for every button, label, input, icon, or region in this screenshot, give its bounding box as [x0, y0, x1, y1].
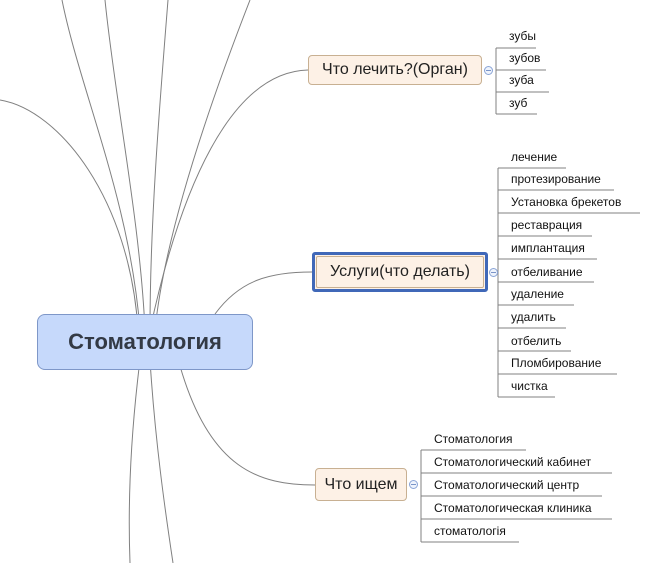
subtopic[interactable]: зубов	[509, 51, 541, 65]
offscreen-connector	[104, 0, 146, 331]
central-topic[interactable]: Стоматология	[37, 314, 253, 370]
branch-connector-search	[179, 365, 316, 486]
offscreen-connector	[0, 99, 139, 331]
subtopic[interactable]: отбеливание	[511, 265, 583, 279]
subtopic[interactable]: Стоматологическая клиника	[434, 501, 592, 515]
subtopic[interactable]: лечение	[511, 150, 558, 164]
subtopic[interactable]: протезирование	[511, 172, 601, 186]
subtopic[interactable]: удалить	[511, 310, 556, 324]
collapse-toggle-icon[interactable]	[489, 268, 498, 277]
subtopic[interactable]: Пломбирование	[511, 356, 602, 370]
topic-search[interactable]: Что ищем	[315, 468, 407, 501]
branch-connector-organ	[149, 69, 309, 331]
subtopic[interactable]: Стоматологический кабинет	[434, 455, 592, 469]
subtopic[interactable]: реставрация	[511, 218, 583, 232]
subtopic[interactable]: имплантация	[511, 241, 585, 255]
offscreen-connector	[154, 0, 251, 331]
topic-services[interactable]: Услуги(что делать)	[312, 252, 488, 292]
branch-connector-services	[214, 271, 313, 315]
topic-organ[interactable]: Что лечить?(Орган)	[308, 55, 482, 85]
subtopic[interactable]: зуб	[509, 96, 528, 110]
subtopic[interactable]: отбелить	[511, 334, 562, 348]
subtopic[interactable]: удаление	[511, 287, 564, 301]
collapse-toggle-icon[interactable]	[484, 66, 493, 75]
offscreen-connector	[61, 0, 141, 331]
subtopic[interactable]: зубы	[509, 29, 536, 43]
subtopic[interactable]: чистка	[511, 379, 548, 393]
collapse-toggle-icon[interactable]	[409, 480, 418, 489]
offscreen-connector	[149, 359, 174, 563]
offscreen-connector	[128, 359, 141, 563]
subtopic[interactable]: Стоматологический центр	[434, 478, 580, 492]
subtopic[interactable]: зуба	[509, 73, 534, 87]
subtopic[interactable]: Установка брекетов	[511, 195, 622, 209]
subtopic[interactable]: Стоматология	[434, 432, 513, 446]
subtopic[interactable]: стоматологія	[434, 524, 506, 538]
offscreen-connector	[149, 0, 169, 331]
